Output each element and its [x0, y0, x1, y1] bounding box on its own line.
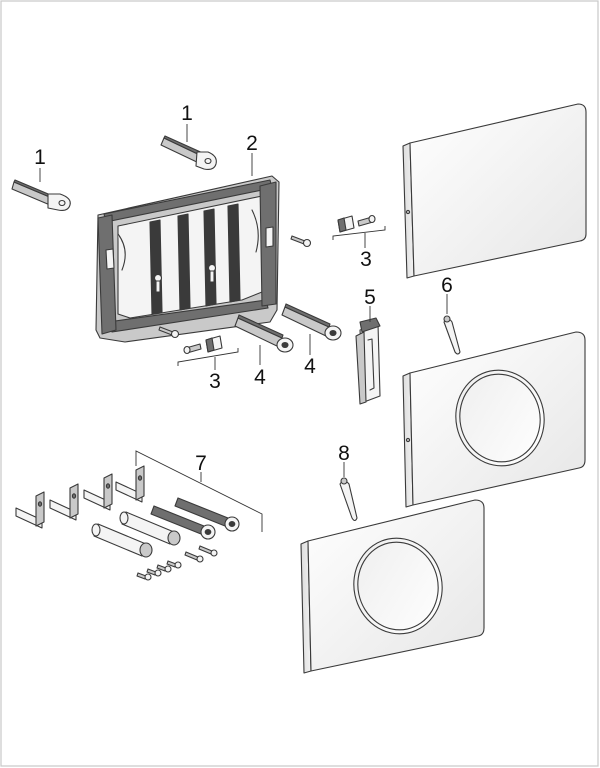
- callout-2: 2: [246, 132, 258, 155]
- callout-1-top: 1: [181, 102, 193, 125]
- part-7-angle-bracket-1: [15, 491, 45, 529]
- part-7-angle-bracket-4: [115, 465, 145, 503]
- leader-lines: [39, 124, 448, 532]
- callout-1-left: 1: [34, 146, 46, 169]
- part-1-bolt-top: [160, 135, 217, 170]
- part-7-screws: [136, 545, 218, 581]
- part-7-angle-bracket-2: [49, 483, 79, 521]
- part-7-threaded-rod-2: [174, 497, 240, 532]
- callout-labels: 1 1 2 3 3 4 4 5 6 7 8: [34, 102, 453, 475]
- part-8-pin: [339, 477, 358, 522]
- callout-3-lower: 3: [209, 370, 221, 393]
- cover-plate-blank: [402, 103, 587, 279]
- callout-4-left: 4: [254, 366, 266, 389]
- callout-5: 5: [364, 286, 376, 309]
- cover-plate-round-button-lower: [300, 499, 485, 674]
- part-7-angle-bracket-3: [83, 473, 113, 511]
- part-7-anchor-1: [91, 523, 153, 558]
- callout-6: 6: [441, 274, 453, 297]
- part-2-mounting-frame: [95, 175, 280, 343]
- part-3-clip-lower: [183, 335, 223, 355]
- callout-4-right: 4: [304, 355, 316, 378]
- part-5-actuator-lever: [355, 317, 381, 405]
- part-6-pin: [443, 315, 461, 355]
- part-3-screw-left: [158, 326, 180, 339]
- part-3-clip-upper: [337, 214, 376, 233]
- part-3-screw-right: [290, 235, 312, 248]
- part-4-rod-right: [281, 303, 342, 341]
- callout-7: 7: [195, 452, 207, 475]
- callout-8: 8: [338, 442, 350, 465]
- part-7-threaded-rod-1: [150, 505, 216, 540]
- part-1-bolt-left: [11, 179, 71, 211]
- part-7-anchor-2: [119, 511, 181, 546]
- cover-plate-round-button-upper: [402, 331, 586, 508]
- callout-3-upper: 3: [360, 248, 372, 271]
- part-4-rod-left: [234, 314, 294, 353]
